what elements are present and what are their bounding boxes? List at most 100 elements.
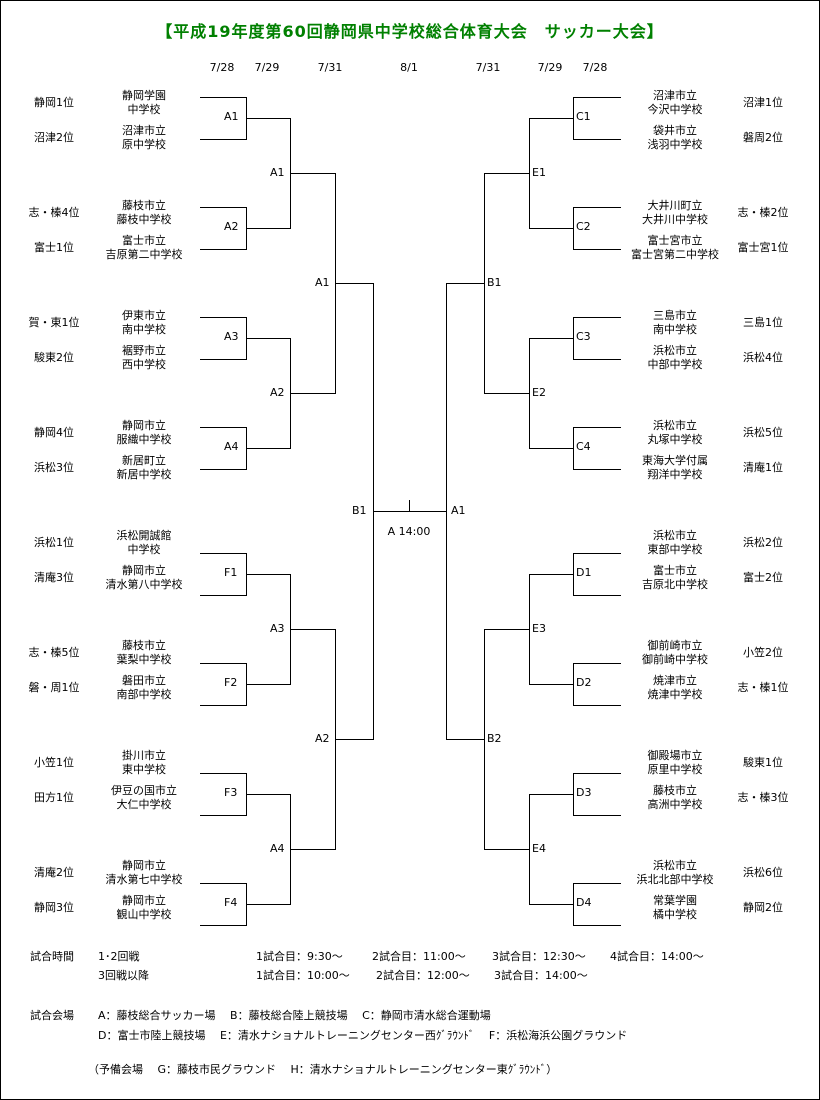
school-name: 富士市立: [122, 234, 166, 247]
match-label: C4: [576, 440, 591, 453]
page-title: 【平成19年度第60回静岡県中学校総合体育大会 サッカー大会】: [156, 22, 664, 41]
school-name: 中学校: [127, 543, 161, 556]
match-label: D3: [576, 786, 592, 799]
school-name: 中部中学校: [647, 358, 703, 371]
school-name: 富士宮第二中学校: [631, 248, 719, 261]
school-name: 丸塚中学校: [647, 433, 703, 446]
match-label: F1: [224, 566, 238, 579]
match-label: D4: [576, 896, 592, 909]
school-name: 橘中学校: [653, 908, 697, 921]
venues-reserve: （予備会場 G：藤枝市民グラウンド H：清水ナショナルトレーニングセンター東ｸﾞ…: [88, 1063, 558, 1076]
school-name: 原里中学校: [647, 763, 703, 776]
match-label: E1: [532, 166, 546, 179]
match-label: E2: [532, 386, 546, 399]
seed-label: 駿東1位: [743, 756, 783, 769]
school-name: 静岡学園: [122, 89, 166, 102]
match-label: C1: [576, 110, 591, 123]
school-name: 南中学校: [122, 323, 166, 336]
school-name: 静岡市立: [122, 564, 166, 577]
bracket-line: [335, 739, 374, 740]
bracket-line: [529, 574, 574, 575]
school-name: 御前崎中学校: [642, 653, 708, 666]
seed-label: 志・榛5位: [28, 646, 80, 659]
match-label: A2: [270, 386, 285, 399]
schedule-round-1-2: 1･2回戦: [98, 950, 140, 963]
bracket-line: [484, 393, 530, 394]
seed-label: 静岡4位: [34, 426, 74, 439]
school-name: 高洲中学校: [647, 798, 703, 811]
match-label: B1: [487, 276, 502, 289]
bracket-line: [200, 553, 247, 554]
match-label: A3: [224, 330, 239, 343]
school-name: 浜北北部中学校: [636, 873, 714, 886]
school-name: 新居町立: [122, 454, 166, 467]
bracket-line: [200, 773, 247, 774]
bracket-line: [200, 207, 247, 208]
seed-label: 静岡1位: [34, 96, 74, 109]
bracket-line: [573, 427, 621, 428]
bracket-line: [200, 317, 247, 318]
bracket-line: [200, 359, 247, 360]
seed-label: 賀・東1位: [28, 316, 80, 329]
seed-label: 田方1位: [34, 791, 74, 804]
school-name: 富士宮市立: [647, 234, 703, 247]
bracket-line: [484, 629, 530, 630]
match-label: A3: [270, 622, 285, 635]
bracket-line: [529, 684, 574, 685]
seed-label: 清庵2位: [34, 866, 74, 879]
match-label: A4: [224, 440, 239, 453]
school-name: 御殿場市立: [647, 749, 703, 762]
school-name: 葉梨中学校: [116, 653, 172, 666]
bracket-line: [200, 925, 247, 926]
school-name: 静岡市立: [122, 894, 166, 907]
bracket-line: [246, 448, 291, 449]
seed-label: 志・榛2位: [737, 206, 789, 219]
school-name: 新居中学校: [116, 468, 172, 481]
school-name: 原中学校: [122, 138, 166, 151]
bracket-line: [529, 794, 574, 795]
bracket-line: [335, 283, 374, 284]
school-name: 浜松市立: [653, 859, 697, 872]
bracket-line: [200, 705, 247, 706]
school-name: 三島市立: [653, 309, 697, 322]
bracket-line: [573, 595, 621, 596]
school-name: 焼津市立: [653, 674, 697, 687]
seed-label: 志・榛1位: [737, 681, 789, 694]
school-name: 焼津中学校: [647, 688, 703, 701]
bracket-line: [573, 553, 621, 554]
bracket-line: [484, 849, 530, 850]
seed-label: 清庵1位: [743, 461, 783, 474]
bracket-line: [409, 500, 410, 512]
seed-label: 浜松2位: [743, 536, 783, 549]
date-right-round3: 7/31: [475, 61, 501, 74]
date-left-round1: 7/28: [209, 61, 235, 74]
school-name: 浅羽中学校: [647, 138, 703, 151]
bracket-line: [529, 228, 574, 229]
school-name: 吉原北中学校: [642, 578, 708, 591]
schedule-label: 試合時間: [30, 950, 74, 963]
seed-label: 磐周2位: [743, 131, 783, 144]
school-name: 沼津市立: [122, 124, 166, 137]
bracket-line: [246, 118, 291, 119]
schedule-time: 3試合目：12:30～: [492, 950, 586, 963]
school-name: 東部中学校: [647, 543, 703, 556]
bracket-line: [529, 448, 574, 449]
seed-label: 小笠1位: [34, 756, 74, 769]
bracket-line: [529, 338, 574, 339]
school-name: 伊東市立: [122, 309, 166, 322]
schedule-time: 1試合目：10:00～: [256, 969, 350, 982]
bracket-line: [200, 249, 247, 250]
bracket-line: [246, 574, 291, 575]
bracket-line: [573, 97, 621, 98]
school-name: 清水第八中学校: [105, 578, 183, 591]
seed-label: 志・榛3位: [737, 791, 789, 804]
match-label: F2: [224, 676, 238, 689]
match-label: C3: [576, 330, 591, 343]
school-name: 大井川町立: [647, 199, 703, 212]
schedule-time: 3試合目：14:00～: [494, 969, 588, 982]
seed-label: 三島1位: [743, 316, 783, 329]
school-name: 常葉学園: [653, 894, 697, 907]
bracket-line: [484, 173, 530, 174]
school-name: 翔洋中学校: [647, 468, 703, 481]
venues-label: 試合会場: [30, 1009, 74, 1022]
